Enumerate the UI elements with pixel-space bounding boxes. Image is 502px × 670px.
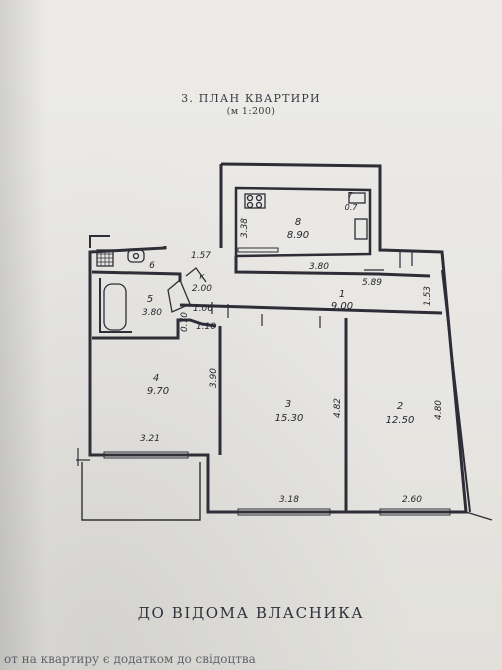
footnote-text: от на квартиру є додатком до свідоцтва [4, 652, 256, 666]
plan-scale: (м 1:200) [226, 106, 276, 117]
washbasin [127, 249, 145, 263]
room-2-area: 12.50 [386, 415, 415, 426]
hall-bottom-wall [179, 303, 443, 315]
room-1-area: 9.00 [331, 301, 353, 312]
balcony [81, 462, 201, 521]
room-2-number: 2 [397, 401, 403, 412]
room-3-number: 3 [285, 399, 291, 410]
room-5-area: 3.80 [142, 308, 162, 318]
dim-4-80: 4.80 [434, 400, 444, 420]
dim-1-57: 1.57 [191, 251, 211, 261]
right-balcony-edge [465, 511, 493, 521]
bath-wall [99, 278, 132, 333]
stair-stub [89, 235, 110, 248]
door-swing-5 [167, 278, 191, 313]
room-k-number: к [199, 272, 205, 282]
room-1-number: 1 [339, 289, 345, 300]
room-6-number: 6 [149, 261, 155, 271]
room-8-area: 8.90 [287, 230, 309, 241]
right-wall-outer [441, 269, 471, 513]
kitchen-inner-wall [234, 186, 372, 258]
room-4-area: 9.70 [147, 386, 169, 397]
bath-kitchen-wall [91, 270, 182, 282]
kitchen-counter [354, 218, 368, 240]
room-3-area: 15.30 [275, 413, 304, 424]
window-kitchen [237, 247, 279, 253]
bathtub [103, 283, 127, 331]
sink [348, 192, 366, 204]
room-8-number: 8 [295, 217, 301, 228]
dim-3-18: 3.18 [279, 495, 299, 505]
room-k-area: 2.00 [192, 284, 212, 294]
room4-top-wall [92, 318, 217, 340]
dim-3-90: 3.90 [209, 368, 219, 388]
outer-wall [88, 162, 468, 514]
dim-1-06: 1.06 [193, 304, 213, 314]
room-4-number: 4 [153, 373, 159, 384]
dim-2-60: 2.60 [402, 495, 422, 505]
dim-3-21: 3.21 [140, 434, 160, 444]
dim-4-82: 4.82 [333, 398, 343, 418]
plan-title: 3. ПЛАН КВАРТИРИ [181, 92, 321, 105]
section-title: ДО ВІДОМА ВЛАСНИКА [137, 604, 365, 622]
door-swing-k [185, 267, 207, 283]
dim-1-53: 1.53 [423, 286, 433, 306]
dim-1-10: 1.10 [196, 322, 216, 332]
dim-3-80: 3.80 [309, 262, 329, 272]
room-7-number: 7 [347, 191, 353, 200]
room-7-area: 0.7 [345, 203, 359, 212]
dim-3-38: 3.38 [240, 218, 250, 238]
hall-top-wall [234, 256, 431, 278]
dim-0-70: 0.70 [180, 312, 190, 332]
room-5-number: 5 [147, 294, 153, 305]
stove [244, 193, 266, 209]
dim-5-89: 5.89 [362, 278, 382, 288]
